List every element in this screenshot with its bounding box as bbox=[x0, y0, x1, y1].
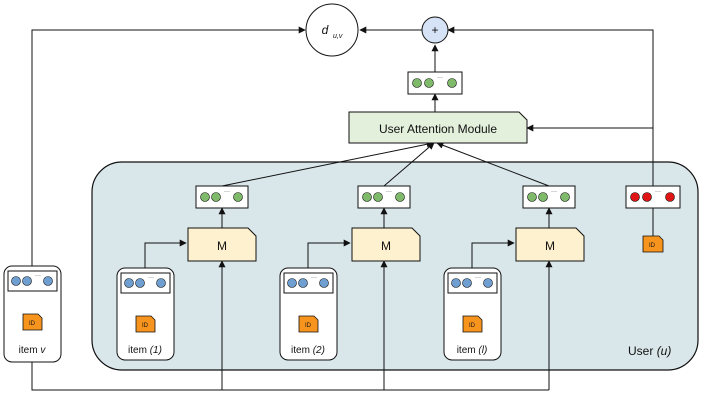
item-box-1: ··· ID item (1) bbox=[116, 267, 175, 361]
ellipsis: ··· bbox=[386, 189, 392, 195]
attention-module-label: User Attention Module bbox=[379, 122, 497, 136]
item-vector-1: ··· bbox=[195, 185, 249, 209]
distance-subscript: u,v bbox=[333, 33, 343, 40]
target-item-label: item v bbox=[19, 345, 47, 356]
ellipsis: ··· bbox=[437, 75, 443, 81]
edge-vec3-to-attention bbox=[436, 141, 550, 187]
item-label-2: item (2) bbox=[291, 345, 325, 356]
target-item-box: ··· ID item v bbox=[3, 265, 62, 363]
sum-node: + bbox=[421, 16, 449, 44]
edge-user-to-sum bbox=[447, 26, 654, 186]
item-label-1: item (1) bbox=[128, 345, 162, 356]
ellipsis: ··· bbox=[224, 189, 230, 195]
module-m-3: M bbox=[515, 227, 585, 262]
attention-output-vector: ··· bbox=[407, 71, 463, 95]
user-vector: ··· bbox=[625, 185, 681, 209]
edge-vec1-to-attention bbox=[221, 140, 434, 187]
distance-label: d bbox=[322, 23, 329, 37]
ellipsis: ··· bbox=[148, 275, 154, 281]
id-label: ID bbox=[305, 323, 312, 329]
edge-item2-to-m bbox=[307, 239, 351, 270]
id-label: ID bbox=[29, 321, 36, 327]
id-label: ID bbox=[469, 323, 476, 329]
edge-vec2-to-attention bbox=[383, 142, 435, 187]
user-attention-module: User Attention Module bbox=[348, 111, 528, 144]
edge-item-v-bus bbox=[31, 362, 549, 391]
ellipsis: ··· bbox=[475, 275, 481, 281]
user-id-box: ID bbox=[642, 235, 664, 253]
ellipsis: ··· bbox=[35, 273, 41, 279]
module-label: M bbox=[381, 239, 391, 253]
module-m-1: M bbox=[187, 227, 257, 262]
module-m-2: M bbox=[351, 227, 421, 262]
id-label: ID bbox=[142, 323, 149, 329]
item-box-2: ··· ID item (2) bbox=[279, 267, 338, 361]
id-label: ID bbox=[649, 243, 656, 249]
module-label: M bbox=[217, 239, 227, 253]
edge-item3-to-m bbox=[471, 239, 515, 270]
item-box-3: ··· ID item (l) bbox=[443, 267, 502, 361]
ellipsis: ··· bbox=[311, 275, 317, 281]
ellipsis: ··· bbox=[655, 189, 661, 195]
item-vector-3: ··· bbox=[522, 185, 576, 209]
module-label: M bbox=[545, 239, 555, 253]
item-vector-2: ··· bbox=[357, 185, 411, 209]
item-label-3: item (l) bbox=[457, 345, 488, 356]
ellipsis: ··· bbox=[551, 189, 557, 195]
edge-item1-to-m bbox=[144, 239, 187, 270]
edge-item-v-to-distance bbox=[31, 26, 306, 268]
sum-symbol: + bbox=[431, 23, 438, 37]
user-region-label: User (u) bbox=[628, 344, 671, 358]
distance-node: d u,v bbox=[305, 3, 359, 57]
